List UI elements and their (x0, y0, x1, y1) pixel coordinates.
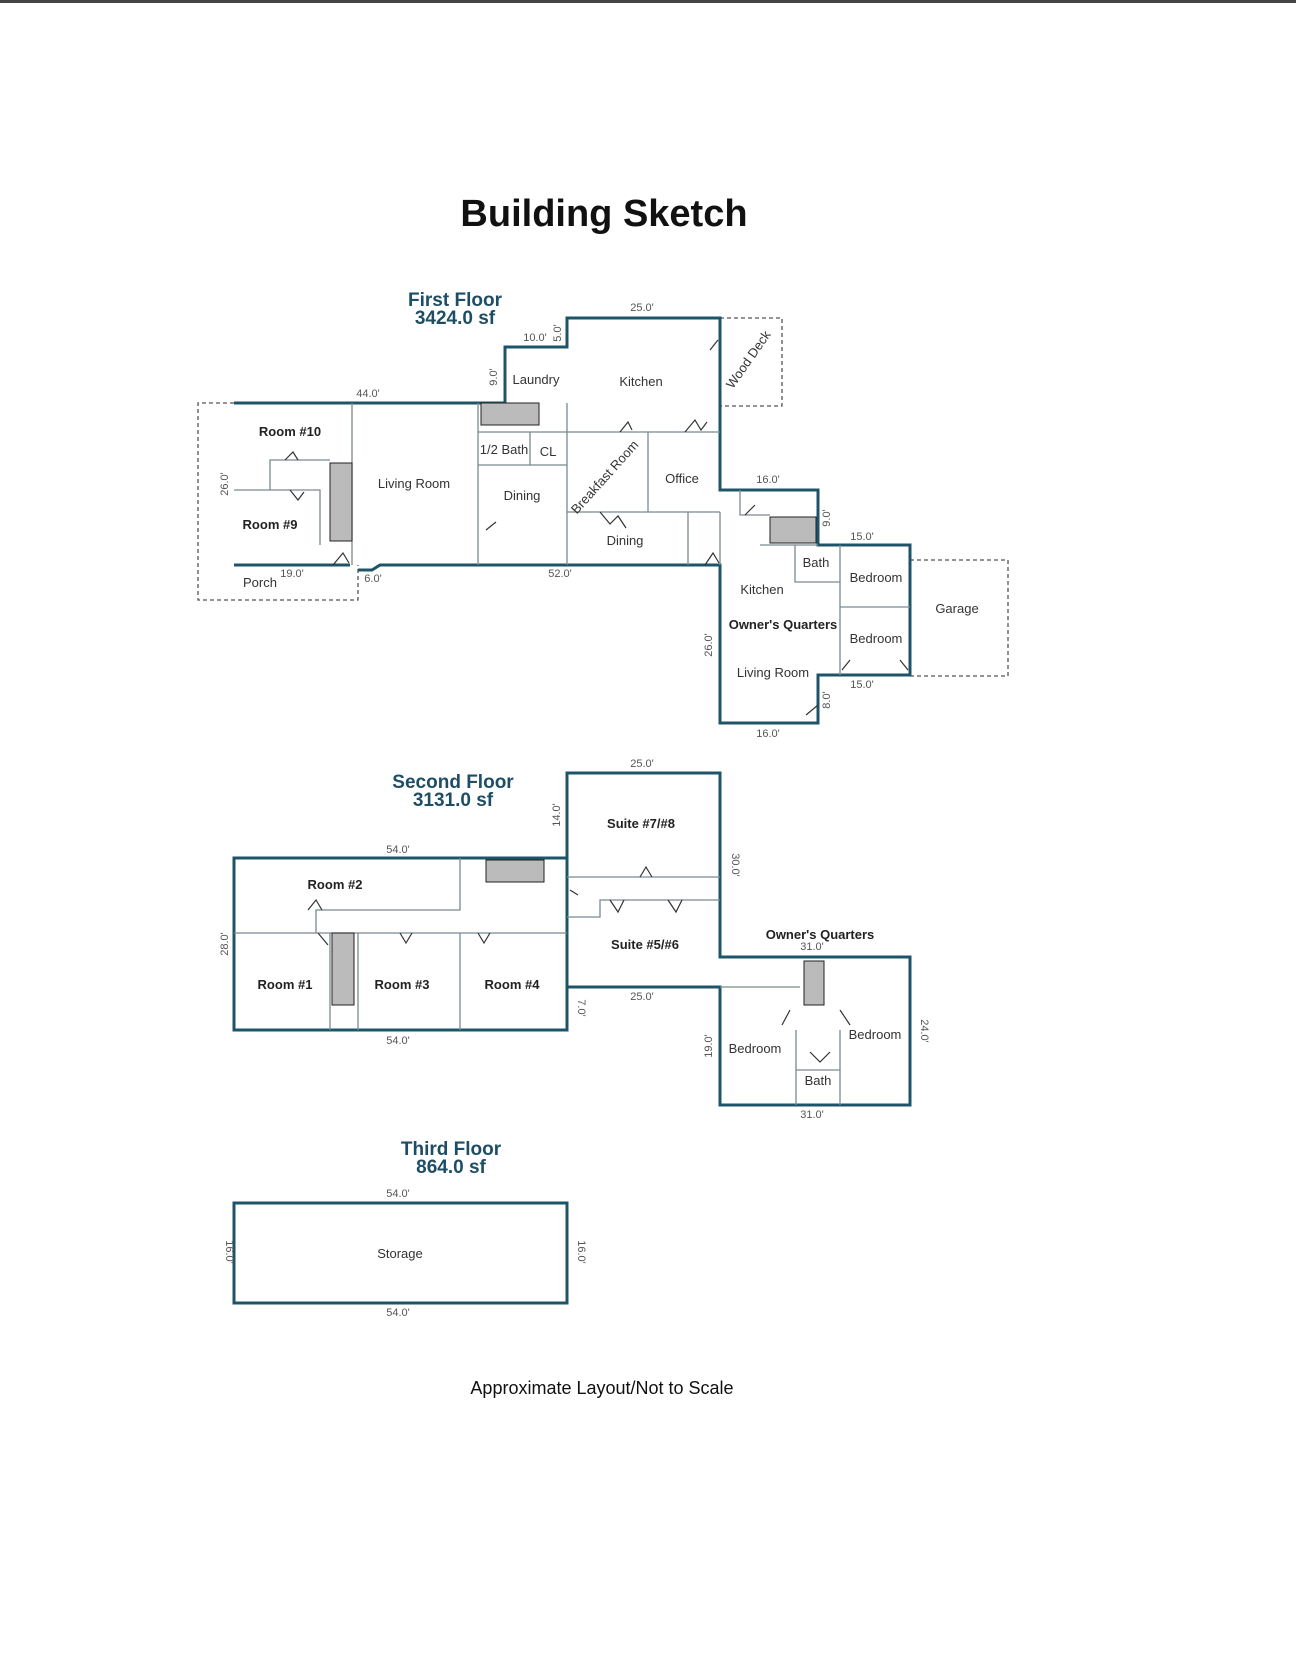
dimension-label: 26.0' (219, 472, 231, 496)
door-swings (307, 865, 851, 1063)
dimension-label: 19.0' (703, 1034, 715, 1058)
scan-top-edge (0, 0, 1296, 3)
stair-icon (485, 859, 545, 883)
room-label: Kitchen (740, 582, 783, 597)
dimension-label: 9.0' (821, 509, 833, 526)
dimension-label: 16.0' (756, 728, 780, 740)
stair-icon (803, 960, 825, 1006)
stair-icon (329, 462, 353, 542)
dimension-label: 10.0' (523, 332, 547, 344)
room-label: Bedroom (729, 1041, 782, 1056)
room-label: Bath (805, 1073, 832, 1088)
stair-icon (769, 516, 817, 544)
floor-area: 864.0 sf (416, 1157, 486, 1178)
room-label: Garage (935, 601, 978, 616)
floor-name: First Floor (408, 290, 503, 311)
dimension-label: 54.0' (386, 1307, 410, 1319)
third-floor-walls (232, 1201, 569, 1305)
dimension-label: 54.0' (386, 844, 410, 856)
third-floor-plan: Third Floor 864.0 sf Storage 54.0' 16.0'… (223, 1139, 587, 1319)
room-label: Owner's Quarters (729, 617, 838, 632)
stair-icon (480, 402, 540, 426)
room-label: Bedroom (849, 1027, 902, 1042)
dimension-label: 16.0' (223, 1240, 235, 1264)
room-label: Suite #7/#8 (607, 816, 675, 831)
room-label: Bath (803, 555, 830, 570)
dimension-label: 52.0' (548, 568, 572, 580)
room-label: Bedroom (850, 631, 903, 646)
room-label: Room #10 (259, 424, 321, 439)
room-label: Office (665, 471, 699, 486)
dimension-label: 24.0' (918, 1019, 930, 1043)
room-label: Room #1 (258, 977, 313, 992)
room-label: Dining (504, 488, 541, 503)
room-label: Laundry (513, 372, 560, 387)
room-label: Kitchen (619, 374, 662, 389)
dimension-label: 15.0' (850, 679, 874, 691)
dimension-label: 28.0' (219, 932, 231, 956)
room-label: Room #3 (375, 977, 430, 992)
dimension-label: 16.0' (756, 474, 780, 486)
dimension-label: 31.0' (800, 941, 824, 953)
dimension-label: 25.0' (630, 302, 654, 314)
dimension-label: 8.0' (821, 691, 833, 708)
page-title: Building Sketch (460, 193, 747, 235)
dimension-label: 19.0' (280, 568, 304, 580)
second-floor-walls (232, 771, 912, 1107)
room-label: Bedroom (850, 570, 903, 585)
dimension-label: 9.0' (488, 368, 500, 385)
dimension-label: 25.0' (630, 758, 654, 770)
floor-area: 3424.0 sf (415, 308, 496, 329)
dimension-label: 7.0' (575, 999, 587, 1016)
room-label: Wood Deck (723, 327, 774, 391)
room-label: Living Room (737, 665, 809, 680)
dimension-label: 5.0' (552, 324, 564, 341)
stair-icon (331, 932, 355, 1006)
room-label: Storage (377, 1246, 423, 1261)
door-swings (284, 339, 909, 716)
floor-name: Second Floor (392, 772, 514, 793)
dimension-label: 14.0' (551, 803, 563, 827)
first-floor-walls (234, 316, 912, 725)
scale-disclaimer: Approximate Layout/Not to Scale (470, 1378, 733, 1398)
floor-area: 3131.0 sf (413, 790, 494, 811)
room-label: Porch (243, 575, 277, 590)
floor-name: Third Floor (401, 1139, 502, 1160)
wood-deck-outline (720, 317, 783, 407)
room-label: 1/2 Bath (480, 442, 528, 457)
first-floor-plan: First Floor 3424.0 sf Room #10 Room #9 L… (197, 290, 1009, 740)
room-label: CL (540, 444, 557, 459)
dimension-label: 16.0' (575, 1240, 587, 1264)
dimension-label: 26.0' (703, 633, 715, 657)
porch-outline (197, 402, 359, 601)
room-label: Room #2 (308, 877, 363, 892)
dimension-label: 25.0' (630, 991, 654, 1003)
room-label: Dining (607, 533, 644, 548)
dimension-label: 31.0' (800, 1109, 824, 1121)
dimension-label: 54.0' (386, 1188, 410, 1200)
room-label: Room #4 (485, 977, 541, 992)
garage-outline (910, 559, 1009, 677)
dimension-label: 54.0' (386, 1035, 410, 1047)
dimension-label: 6.0' (364, 573, 381, 585)
room-label: Owner's Quarters (766, 927, 875, 942)
second-floor-plan: Second Floor 3131.0 sf Room #2 Room #1 R… (219, 758, 930, 1121)
room-label: Room #9 (243, 517, 298, 532)
dimension-label: 15.0' (850, 531, 874, 543)
room-label: Living Room (378, 476, 450, 491)
dimension-label: 30.0' (729, 853, 741, 877)
room-label: Breakfast Room (568, 437, 642, 516)
room-label: Suite #5/#6 (611, 937, 679, 952)
dimension-label: 44.0' (356, 388, 380, 400)
